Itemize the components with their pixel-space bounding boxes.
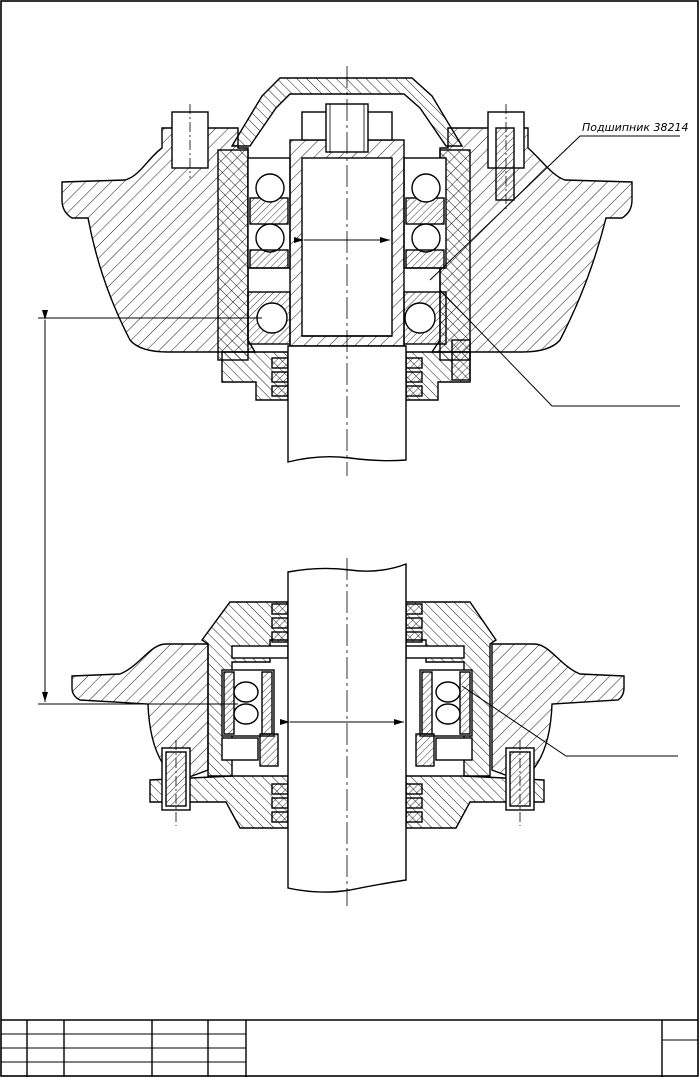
upper-assembly bbox=[61, 77, 633, 463]
lower-callout-leader bbox=[461, 685, 678, 757]
upper-sleeve-left bbox=[217, 149, 249, 361]
upper-cap bbox=[230, 77, 464, 147]
bearing-callout-label: Подшипник 38214 bbox=[582, 121, 689, 134]
upper-housing-left bbox=[61, 127, 257, 353]
title-block bbox=[1, 1019, 698, 1077]
upper-housing-right bbox=[430, 127, 633, 353]
lower-housing-right bbox=[491, 643, 625, 781]
lower-assembly bbox=[71, 562, 625, 893]
bearing-callout bbox=[429, 135, 680, 407]
overall-dimension bbox=[38, 310, 262, 705]
